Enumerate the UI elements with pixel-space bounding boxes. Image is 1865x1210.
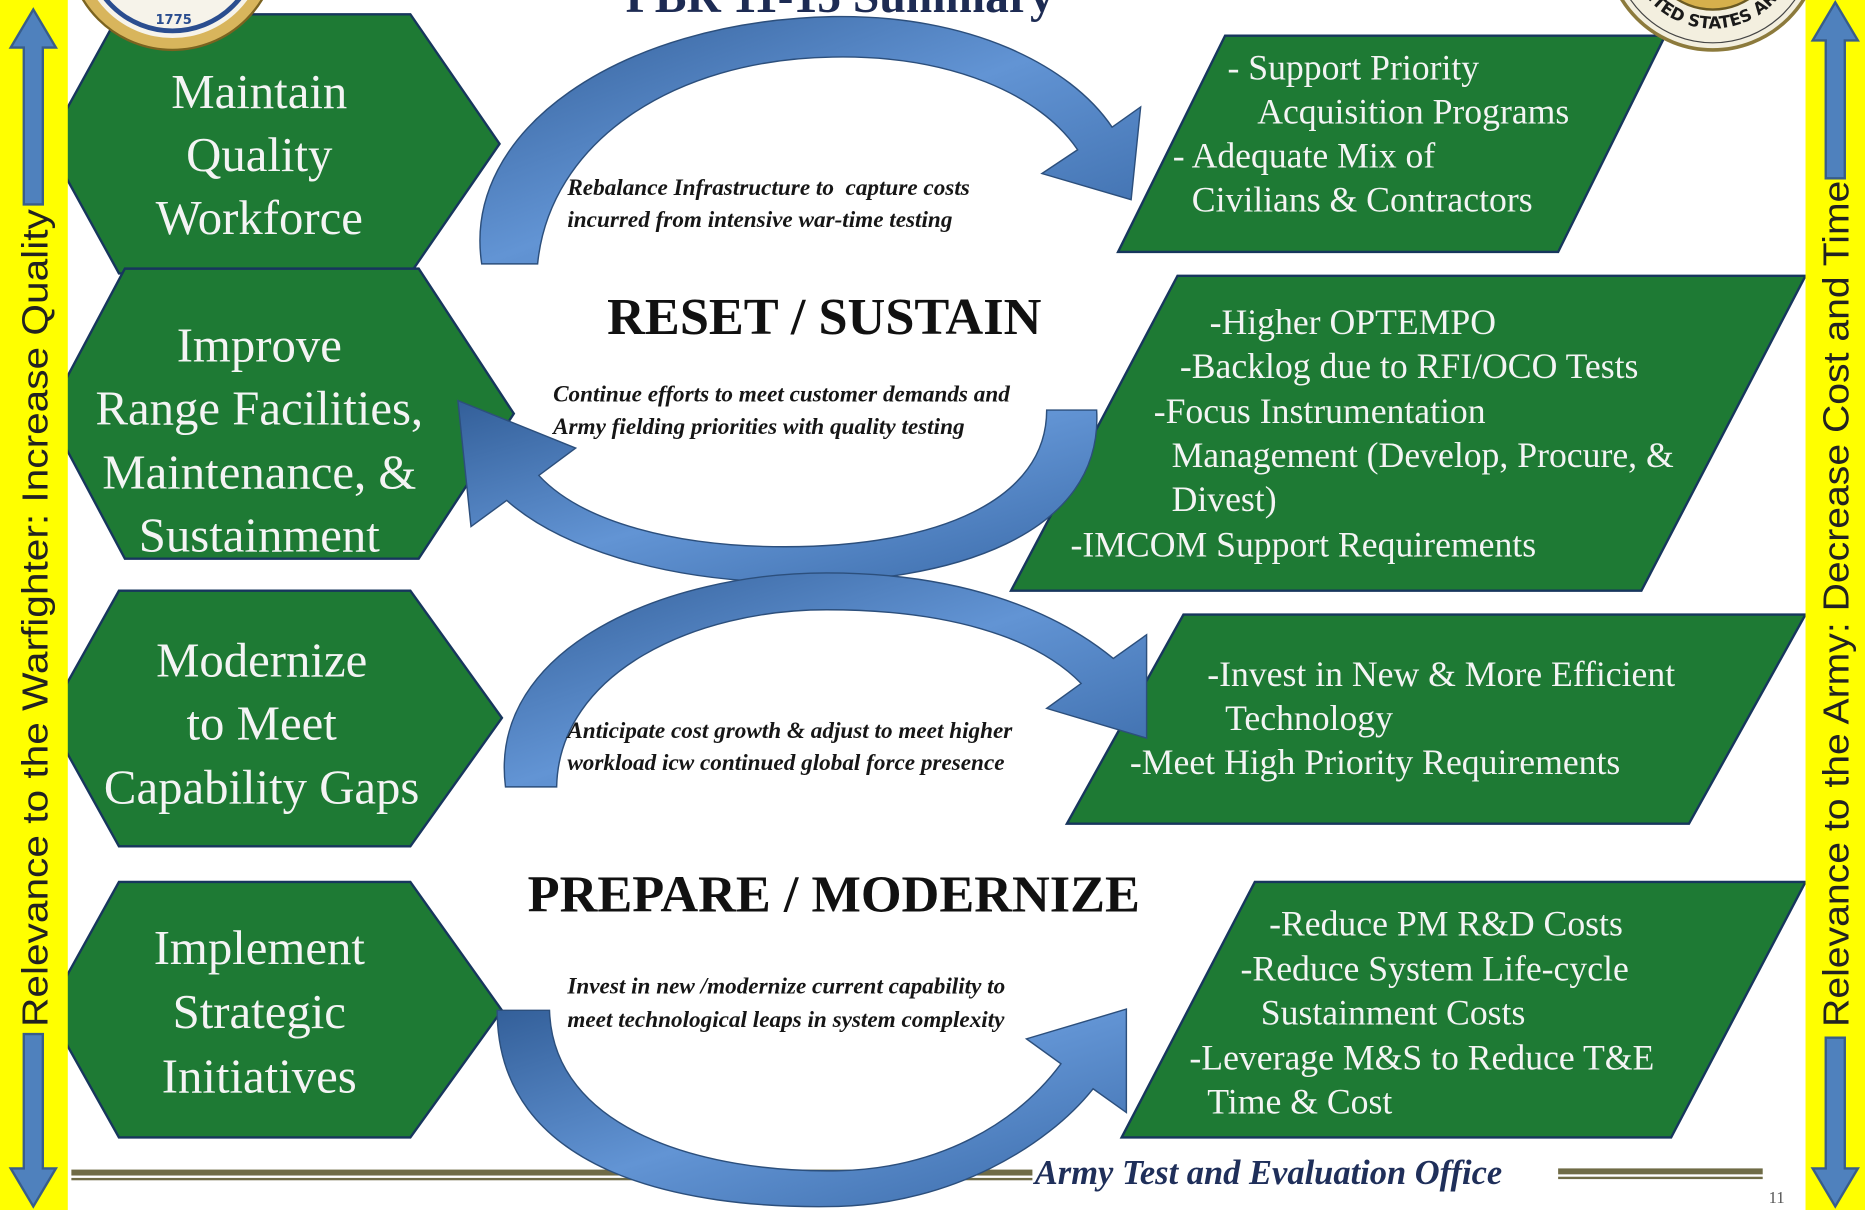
side-bar-left: Relevance to the Warfighter: Increase Qu…	[0, 0, 68, 1210]
side-bar-right: Relevance to the Army: Decrease Cost and…	[1805, 0, 1865, 1210]
objective-label-modernize: Modernize to Meet Capability Gaps	[104, 633, 419, 814]
curved-arrow-modernize-icon	[503, 572, 1148, 788]
objective-label-line: Range Facilities,	[95, 381, 423, 435]
phase-heading-reset: RESET / SUSTAIN	[607, 288, 1041, 346]
page-number: 11	[1769, 1188, 1785, 1207]
up-arrow-icon	[1810, 0, 1860, 180]
outcome-text-line: Sustainment Costs	[1261, 993, 1526, 1033]
footer-rule	[71, 1168, 1763, 1181]
outcome-text-line: -IMCOM Support Requirements	[1070, 524, 1536, 564]
outcome-text-line: -Backlog due to RFI/OCO Tests	[1180, 346, 1639, 386]
objective-label-line: Improve	[177, 318, 342, 372]
outcome-box-initiatives	[1119, 880, 1808, 1139]
outcome-text-initiatives: -Reduce PM R&D Costs -Reduce System Life…	[1189, 903, 1654, 1121]
outcome-text-line: -Reduce PM R&D Costs	[1269, 903, 1623, 943]
rationale-text-line: meet technological leaps in system compl…	[567, 1007, 1005, 1033]
rationale-text-line: workload icw continued global force pres…	[567, 750, 1004, 776]
objective-label-line: Workforce	[156, 191, 363, 245]
outcome-text-line: Divest)	[1172, 479, 1277, 519]
outcome-text-line: - Adequate Mix of	[1173, 136, 1436, 176]
side-label-warfighter: Relevance to the Warfighter: Increase Qu…	[16, 209, 56, 1027]
outcome-text-line: -Higher OPTEMPO	[1210, 302, 1496, 342]
objective-label-line: to Meet	[187, 696, 338, 750]
outcome-text-line: -Meet High Priority Requirements	[1130, 742, 1620, 782]
curved-arrow-workforce-icon	[479, 15, 1142, 265]
outcome-text-line: Management (Develop, Procure, &	[1172, 435, 1674, 475]
rationale-text-line: Army fielding priorities with quality te…	[551, 414, 964, 440]
outcome-box-modernize	[1064, 613, 1808, 825]
objective-label-range-facilities: Improve Range Facilities, Maintenance, &…	[95, 318, 423, 562]
outcome-text-line: Technology	[1225, 698, 1393, 738]
footer-organization: Army Test and Evaluation Office	[1033, 1154, 1502, 1192]
outcome-text-line: Civilians & Contractors	[1192, 180, 1533, 220]
outcome-box-workforce	[1116, 34, 1668, 254]
slide-title: PBR 11-15 Summary	[626, 0, 1054, 23]
seal-logo-right: UNITED STATES ARMY	[1620, 0, 1806, 52]
side-label-army: Relevance to the Army: Decrease Cost and…	[1816, 181, 1856, 1027]
outcome-text-line: -Focus Instrumentation	[1154, 391, 1486, 431]
outcome-text-line: -Invest in New & More Efficient	[1207, 654, 1675, 694]
objective-label-line: Sustainment	[139, 509, 381, 563]
phase-heading-prepare: PREPARE / MODERNIZE	[528, 866, 1140, 924]
curved-arrow-reset-icon	[457, 399, 1098, 584]
seal-text-left: 1775	[155, 13, 191, 28]
objective-label-line: Quality	[186, 128, 333, 182]
up-arrow-icon	[8, 7, 58, 206]
objective-label-workforce: Maintain Quality Workforce	[156, 65, 363, 245]
outcome-text-line: - Support Priority	[1227, 48, 1479, 88]
outcome-text-line: -Reduce System Life-cycle	[1241, 949, 1629, 989]
rationale-text-line: Rebalance Infrastructure to capture cost…	[566, 175, 969, 201]
objective-label-line: Strategic	[173, 985, 346, 1039]
outcome-text-line: -Leverage M&S to Reduce T&E	[1189, 1038, 1654, 1078]
objective-label-line: Modernize	[156, 633, 367, 687]
objective-label-line: Capability Gaps	[104, 761, 419, 815]
objective-label-line: Maintenance, &	[102, 446, 416, 500]
rationale-text-line: Anticipate cost growth & adjust to meet …	[565, 718, 1013, 744]
objective-label-line: Initiatives	[162, 1049, 357, 1103]
objective-label-line: Maintain	[171, 65, 347, 119]
outcome-text-workforce: - Support Priority Acquisition Programs …	[1173, 48, 1570, 220]
seal-logo-left: 1775	[81, 0, 264, 52]
outcome-text-line: Time & Cost	[1207, 1082, 1392, 1122]
rationale-text-line: incurred from intensive war-time testing	[567, 207, 952, 233]
objective-label-strategic-initiatives: Implement Strategic Initiatives	[154, 921, 366, 1103]
rationale-text-line: Continue efforts to meet customer demand…	[553, 382, 1010, 408]
outcome-text-reset: -Higher OPTEMPO -Backlog due to RFI/OCO …	[1070, 302, 1674, 564]
objective-label-line: Implement	[154, 921, 366, 975]
rationale-text-line: Invest in new /modernize current capabil…	[566, 974, 1005, 1000]
outcome-text-line: Acquisition Programs	[1257, 92, 1569, 132]
curved-arrow-initiatives-icon	[496, 1008, 1128, 1208]
down-arrow-icon	[1810, 1036, 1860, 1209]
outcome-text-modernize: -Invest in New & More Efficient Technolo…	[1130, 654, 1675, 782]
down-arrow-icon	[8, 1032, 58, 1209]
